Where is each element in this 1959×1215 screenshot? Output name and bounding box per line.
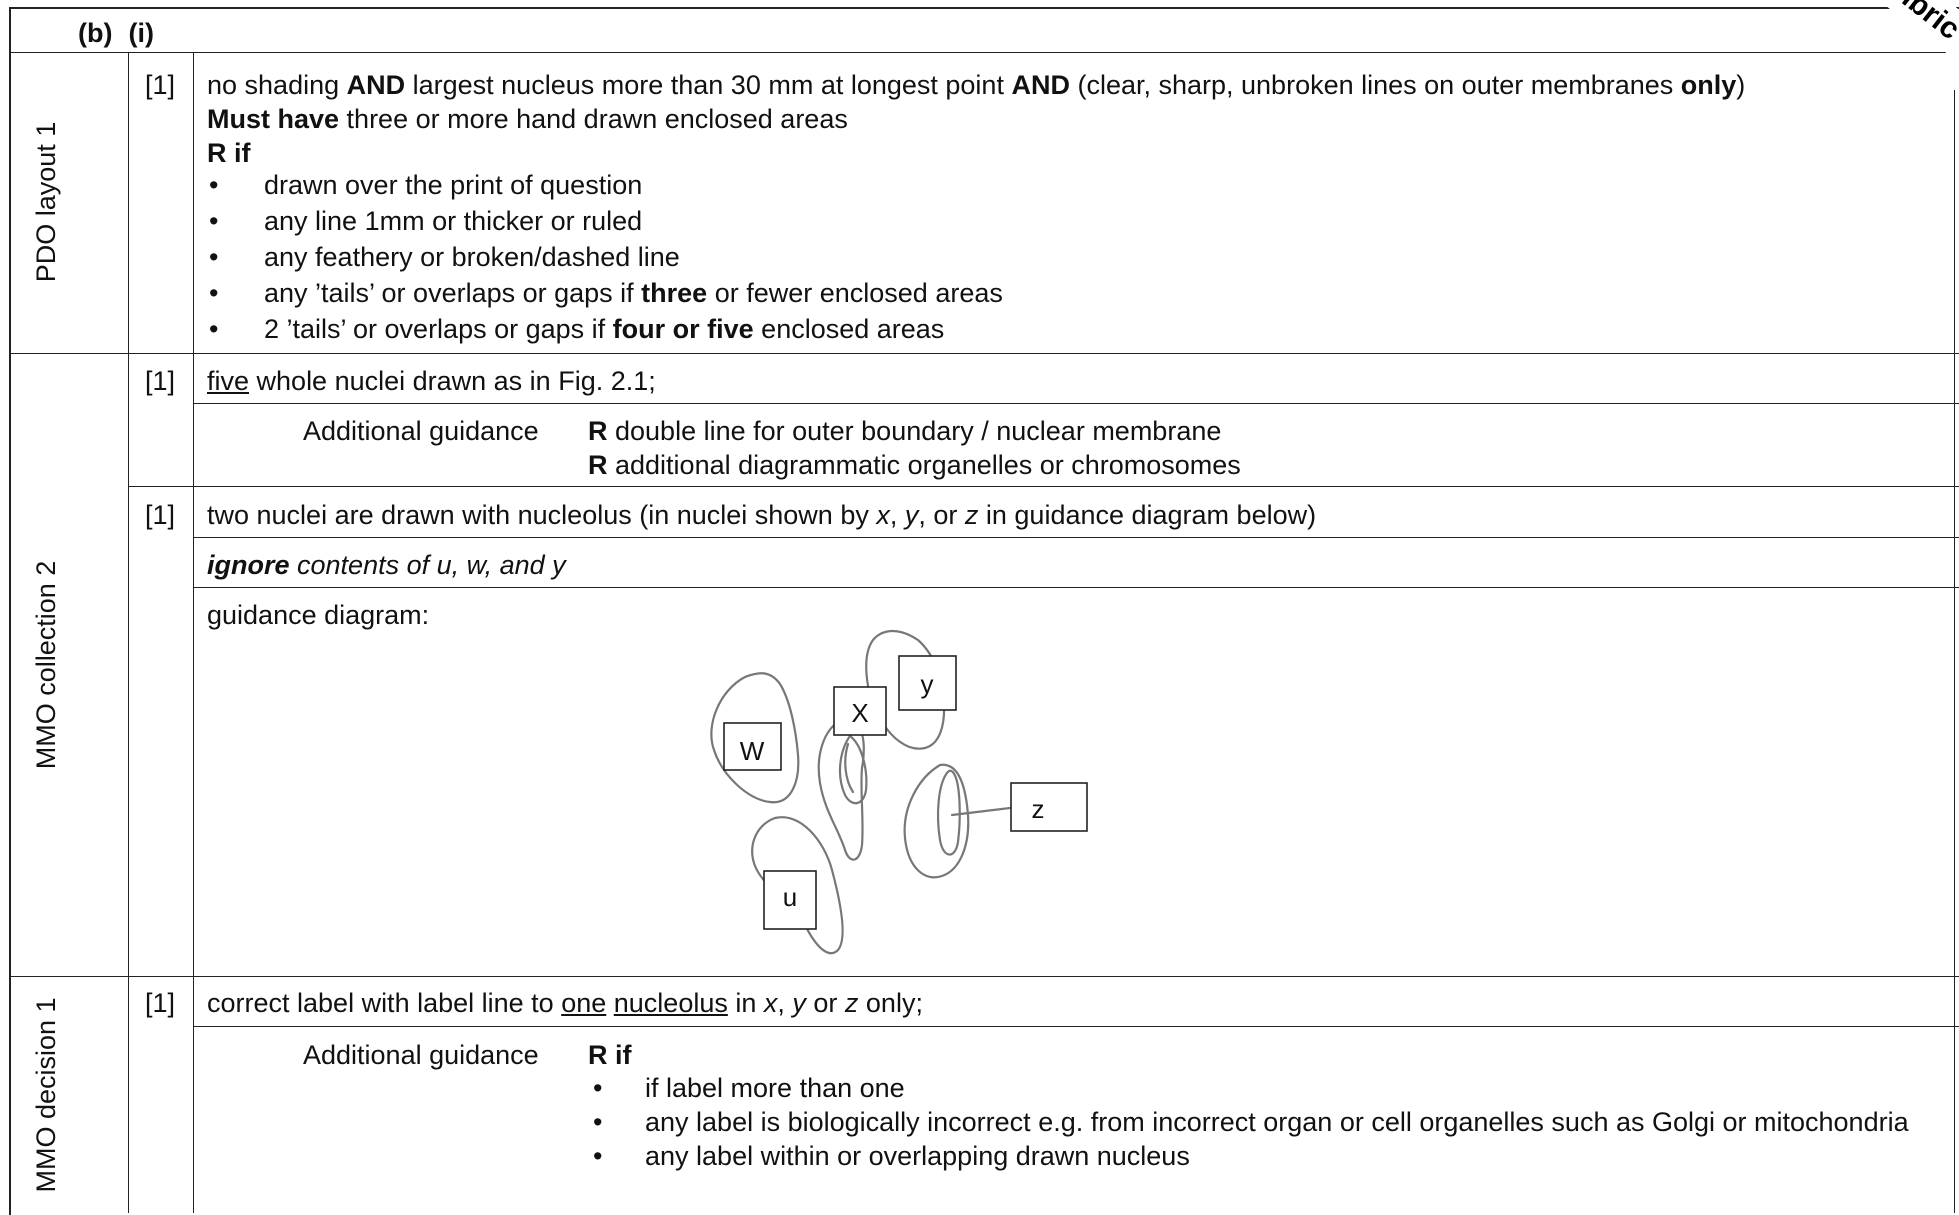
ignore-note: ignore contents of u, w, and y xyxy=(207,550,566,580)
nucleolus-z xyxy=(936,769,961,856)
nucleus-z-outline xyxy=(903,763,970,879)
diagram-label-x: X xyxy=(851,698,868,728)
diagram-title: guidance diagram: xyxy=(207,600,430,630)
pdo-criterion: no shading AND largest nucleus more than… xyxy=(207,70,1746,100)
additional-guidance-label: Additional guidance xyxy=(303,1040,539,1070)
question-header: (b) (i) xyxy=(78,16,170,50)
rule xyxy=(193,1026,1959,1027)
decision-point: correct label with label line to one nuc… xyxy=(207,988,923,1018)
list-item: drawn over the print of question xyxy=(207,167,1003,203)
row-rule-2 xyxy=(9,976,1959,977)
list-item: any label is biologically incorrect e.g.… xyxy=(588,1105,1925,1139)
additional-guidance-label: Additional guidance xyxy=(303,416,539,446)
nucleus-u-outline xyxy=(751,816,844,955)
rule xyxy=(193,403,1959,404)
rule xyxy=(128,486,1959,487)
label-box-z xyxy=(1010,782,1088,832)
header-rule xyxy=(9,52,1959,53)
list-item: any feathery or broken/dashed line xyxy=(207,239,1003,275)
additional-guidance-lines: R double line for outer boundary / nucle… xyxy=(588,416,1241,481)
list-item: any line 1mm or thicker or ruled xyxy=(207,203,1003,239)
label-line-z xyxy=(950,806,1012,817)
pdo-reject-heading: R if xyxy=(207,138,251,168)
mark: [1] xyxy=(145,500,176,530)
nucleolus-x xyxy=(838,734,868,805)
label-box-y xyxy=(898,655,957,711)
nucleus-x-outline xyxy=(817,716,865,861)
diagram-label-z: z xyxy=(1032,794,1045,824)
diagram-label-y: y xyxy=(921,669,934,699)
rule xyxy=(193,537,1959,538)
collection-point-1: five whole nuclei drawn as in Fig. 2.1; xyxy=(207,366,656,396)
diagram-label-w: W xyxy=(740,736,765,766)
label-box-x xyxy=(833,686,887,736)
pdo-must-have: Must have three or more hand drawn enclo… xyxy=(207,104,848,134)
column-rule xyxy=(1954,90,1955,1213)
label-box-w xyxy=(723,722,782,771)
list-item: any ’tails’ or overlaps or gaps if three… xyxy=(207,275,1003,311)
pdo-reject-list: drawn over the print of question any lin… xyxy=(207,167,1003,347)
mark: [1] xyxy=(145,366,176,396)
question-subpart: (i) xyxy=(128,18,154,48)
column-rule xyxy=(128,52,129,1213)
label-box-u xyxy=(763,870,817,930)
list-item: any label within or overlapping drawn nu… xyxy=(588,1139,1925,1173)
collection-point-2: two nuclei are drawn with nucleolus (in … xyxy=(207,500,1317,530)
guidance-diagram: W X y z u xyxy=(710,629,1088,955)
corner-stamp: nbric xyxy=(1820,0,1959,110)
diagram-label-u: u xyxy=(783,882,797,912)
list-item: if label more than one xyxy=(588,1071,1925,1105)
table-frame xyxy=(9,7,1959,1215)
decision-reject-list: if label more than one any label is biol… xyxy=(588,1071,1925,1173)
question-part: (b) xyxy=(78,18,113,48)
decision-reject-heading: R if xyxy=(588,1040,632,1070)
list-item: 2 ’tails’ or overlaps or gaps if four or… xyxy=(207,311,1003,347)
mark: [1] xyxy=(145,988,176,1018)
nucleus-w-outline xyxy=(710,672,800,804)
rule xyxy=(193,587,1959,588)
column-rule xyxy=(193,52,194,1213)
row-rule-1 xyxy=(9,353,1959,354)
mark: [1] xyxy=(145,70,176,100)
